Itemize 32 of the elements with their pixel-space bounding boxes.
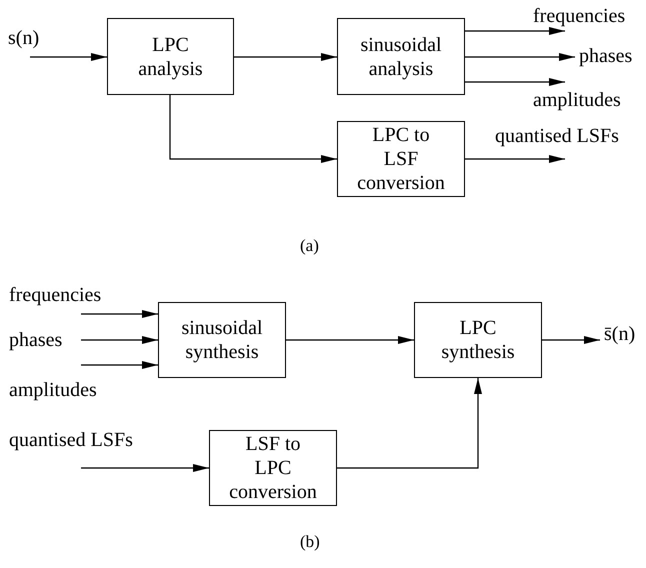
signal-label: phases <box>9 328 81 352</box>
signal-label: quantised LSFs <box>495 124 645 148</box>
arrow <box>30 53 107 61</box>
signal-label: quantised LSFs <box>9 428 169 452</box>
arrow <box>234 53 337 61</box>
process-box: sinusoidal synthesis <box>158 302 286 378</box>
arrow <box>81 336 158 344</box>
process-box: LPC analysis <box>107 18 234 95</box>
process-box: LSF to LPC conversion <box>209 430 337 506</box>
signal-label: frequencies <box>9 283 129 307</box>
arrow <box>465 27 565 35</box>
arrow <box>465 78 565 86</box>
signal-label: frequencies <box>533 4 645 28</box>
arrow <box>81 361 158 369</box>
process-box: LPC synthesis <box>414 302 542 378</box>
arrow <box>169 95 337 163</box>
process-box: LPC to LSF conversion <box>337 121 465 197</box>
arrow <box>286 336 414 344</box>
subfigure-caption: (a) <box>300 235 319 257</box>
arrow <box>542 336 600 344</box>
process-box: sinusoidal analysis <box>337 18 465 95</box>
signal-label: phases <box>579 44 645 68</box>
arrow <box>81 464 209 472</box>
arrow <box>337 378 482 469</box>
signal-label: s(n) <box>8 26 54 50</box>
signal-label: amplitudes <box>533 88 645 112</box>
signal-label: amplitudes <box>9 378 129 402</box>
arrow <box>465 53 575 61</box>
subfigure-caption: (b) <box>300 531 320 553</box>
signal-label: s̄(n) <box>604 322 646 346</box>
arrow <box>81 310 158 318</box>
arrow <box>465 155 565 163</box>
